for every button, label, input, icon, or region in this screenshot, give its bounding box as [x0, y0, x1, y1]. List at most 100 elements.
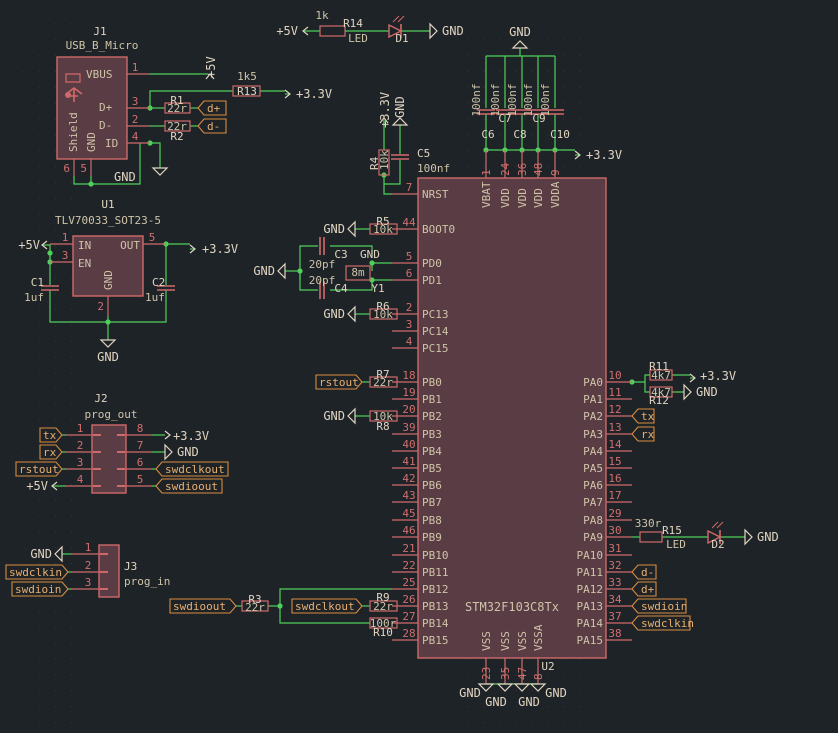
- gnd-label: GND: [97, 350, 119, 364]
- power-arrow: [574, 150, 581, 160]
- r13-ref: R13: [237, 85, 257, 98]
- power-label: +3.3V: [586, 148, 622, 162]
- gnd-label: GND: [323, 307, 345, 321]
- grid-dot: [55, 547, 57, 549]
- grid-dot: [55, 245, 57, 247]
- grid-dot: [7, 118, 9, 120]
- grid-dot: [515, 86, 517, 88]
- grid-dot: [23, 420, 25, 422]
- grid-dot: [71, 499, 72, 501]
- decoupling-cap-value: 100nf: [470, 83, 483, 116]
- net-label-swdioout: swdioout: [173, 600, 226, 613]
- pin-num: 3: [132, 95, 139, 108]
- grid-dot: [547, 706, 549, 707]
- gnd-label: GND: [30, 547, 52, 561]
- j3-pin-mark: [100, 588, 108, 590]
- net-label-rx: [39, 444, 63, 460]
- grid-dot: [23, 134, 25, 136]
- grid-dot: [515, 118, 517, 120]
- r6-body: [369, 308, 398, 320]
- grid-dot: [7, 547, 9, 549]
- grid-dot: [7, 166, 9, 168]
- u2-right-pin-num: 32: [608, 559, 621, 572]
- grid-dot: [71, 674, 72, 676]
- j3-value: prog_in: [124, 575, 170, 588]
- gnd-symbol: [347, 220, 356, 238]
- grid-dot: [467, 134, 469, 136]
- pin-num: 3: [77, 456, 84, 469]
- u2-left-pin-name: PD0: [422, 257, 442, 270]
- j2-pin-mark: [93, 434, 101, 436]
- gnd-symbol: [54, 545, 63, 563]
- grid-dot: [39, 150, 41, 152]
- pin-num: 6: [63, 162, 70, 175]
- grid-dot: [39, 642, 41, 644]
- junction-dot: [369, 277, 375, 283]
- u2-left-pin-name: PB2: [422, 410, 442, 423]
- r4-ref: R4: [368, 156, 381, 170]
- grid-dot: [563, 39, 565, 41]
- u1-ref: U1: [101, 198, 114, 211]
- grid-dot: [531, 23, 533, 25]
- grid-dot: [483, 118, 485, 120]
- grid-dot: [23, 452, 25, 453]
- grid-dot: [467, 690, 469, 692]
- wire: [384, 160, 401, 185]
- grid-dot: [7, 71, 9, 72]
- gnd-label: GND: [323, 409, 345, 423]
- grid-dot: [55, 198, 57, 199]
- grid-dot: [7, 372, 9, 374]
- components: [5, 15, 753, 692]
- net-label-tx: [39, 427, 63, 443]
- gnd-symbol: [683, 383, 692, 401]
- u2-top-pin-name: VDDA: [549, 181, 562, 208]
- grid-dot: [39, 531, 41, 533]
- grid-dot: [531, 690, 533, 692]
- u2-right-pin-name: PA11: [577, 566, 604, 579]
- grid-dot: [499, 7, 501, 9]
- grid-dot: [7, 277, 9, 279]
- u2-right-pin-name: PA2: [583, 410, 603, 423]
- gnd-label: GND: [323, 222, 345, 236]
- grid-dot: [55, 55, 57, 57]
- j2-pin-mark: [117, 485, 125, 487]
- grid-dot: [55, 102, 57, 104]
- grid-dot: [499, 690, 501, 692]
- u2-left-pin-num: 40: [402, 438, 415, 451]
- net-label-swdclkout: swdclkout: [295, 600, 355, 613]
- grid-dot: [23, 182, 25, 184]
- u1-pin-in: IN: [78, 239, 91, 252]
- grid-dot: [467, 674, 469, 676]
- grid-dot: [71, 658, 72, 660]
- u2-left-pin-num: 4: [406, 335, 413, 348]
- grid-dot: [39, 182, 41, 184]
- net-label-dm: [197, 118, 227, 134]
- r12-value: 4k7: [651, 386, 671, 399]
- grid-dot: [7, 436, 9, 438]
- gnd-symbol: [347, 407, 356, 425]
- u2-right-pin-name: PA5: [583, 462, 603, 475]
- grid-dot: [39, 39, 41, 41]
- grid-dot: [7, 721, 9, 723]
- j2-pin-mark: [93, 485, 101, 487]
- grid-dot: [23, 499, 25, 501]
- junction-dot: [369, 260, 375, 266]
- grid-dot: [71, 23, 72, 25]
- u2-top-pin-name: VBAT: [480, 181, 493, 208]
- grid-dot: [7, 134, 9, 136]
- grid-dot: [531, 150, 533, 152]
- u2-bottom-pin-num: 47: [516, 667, 529, 680]
- u2-left-pin-num: 26: [402, 593, 415, 606]
- grid-dot: [467, 706, 469, 707]
- wire: [150, 142, 161, 168]
- grid-dot: [23, 388, 25, 390]
- u2-left-pin-num: 18: [402, 369, 415, 382]
- pin-num: 4: [132, 130, 139, 143]
- y1-body: [345, 265, 371, 281]
- wire: [371, 262, 392, 271]
- grid-dot: [55, 436, 57, 438]
- grid-dot: [55, 293, 57, 295]
- u2-bottom-pin-num: 8: [532, 673, 545, 680]
- grid-dot: [7, 706, 9, 707]
